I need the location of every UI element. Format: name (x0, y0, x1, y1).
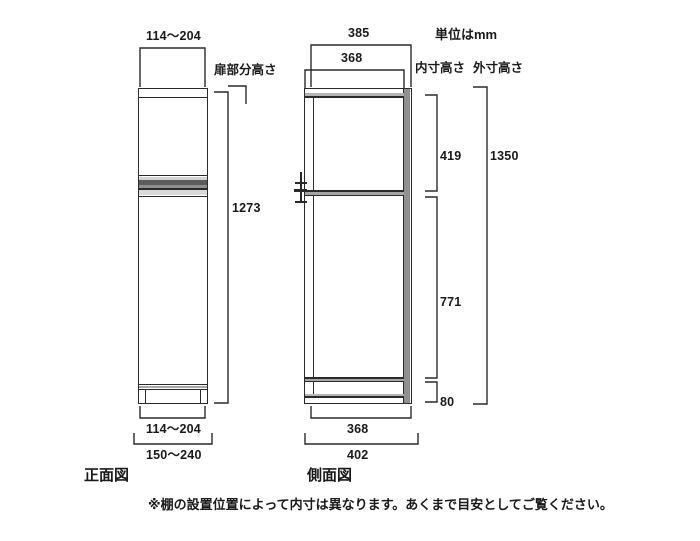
side-view-title: 側面図 (307, 467, 353, 484)
side-outer-height-value: 1350 (490, 149, 519, 163)
side-view-middle-shelf-fill (305, 192, 404, 195)
front-view-title: 正面図 (84, 467, 130, 484)
front-view-cabinet-outline (138, 88, 208, 404)
front-view-base-inner-line (139, 389, 207, 391)
front-view-divider-mid-line (139, 188, 207, 190)
side-view-lower-shelf-fill (305, 379, 404, 382)
front-view-base-shadow (139, 386, 207, 388)
unit-note-label: 単位はmm (435, 27, 498, 42)
front-view-divider-top-line (139, 175, 207, 177)
side-upper-inner-height-value: 419 (440, 149, 462, 163)
front-view-divider-band-light-lower (139, 190, 207, 195)
side-top-inner-depth-label: 368 (341, 51, 363, 65)
side-view-top-panel-line (305, 96, 404, 98)
front-door-height-value: 1273 (232, 201, 261, 215)
door-height-label: 扉部分高さ (214, 63, 277, 77)
front-view-divider-band-light-upper (139, 177, 207, 180)
front-bottom-inner-width-label: 114〜204 (146, 422, 201, 436)
side-view-hinge-mid-stem (300, 184, 302, 190)
side-base-inner-height-value: 80 (440, 395, 455, 409)
side-view-hinge-lower-arm (295, 201, 307, 204)
front-view-divider-band-dark (139, 180, 207, 185)
side-view-lower-shelf-top-line (305, 377, 404, 379)
inner-height-label: 内寸高さ (415, 61, 466, 75)
side-view-hinge-lower-stem (300, 192, 302, 203)
front-view-top-rail (139, 97, 207, 99)
side-view-middle-shelf-top-line (305, 190, 404, 192)
side-view-outer-left-skin (304, 88, 306, 404)
side-view-top-panel-shadow (305, 93, 404, 96)
side-bottom-outer-depth-label: 402 (347, 448, 369, 462)
side-view-hinge-mid-arm (294, 189, 307, 192)
side-view-cabinet-outline (304, 88, 412, 404)
side-top-outer-depth-label: 385 (348, 26, 370, 40)
side-view-interior-left-wall (313, 97, 315, 395)
side-view-hinge-upper-stem (300, 172, 302, 183)
side-lower-inner-height-value: 771 (440, 295, 462, 309)
side-bottom-inner-depth-label: 368 (347, 422, 369, 436)
side-view-middle-shelf-bottom-line (305, 195, 404, 197)
front-view-divider-bottom-line (139, 196, 207, 198)
front-view-base-left-foot (145, 390, 147, 404)
front-view-base-top-line (139, 384, 207, 386)
side-view-base-panel-line (305, 396, 404, 398)
side-view-base-panel-shadow (305, 394, 404, 396)
outer-height-label: 外寸高さ (473, 61, 524, 75)
side-view-hinge-upper-arm (295, 182, 307, 185)
side-view-lower-shelf-bottom-line (305, 381, 404, 383)
side-view-door-edge-bar (404, 89, 410, 403)
front-bottom-outer-width-label: 150〜240 (146, 448, 202, 462)
footnote-text: ※棚の設置位置によって内寸は異なります。あくまで目安としてご覧ください。 (148, 497, 613, 512)
side-view-door-edge-left-line (403, 89, 405, 403)
front-view-divider-band-mid (139, 185, 207, 188)
front-top-width-label: 114〜204 (146, 29, 201, 43)
front-view-base-right-foot (200, 390, 202, 404)
